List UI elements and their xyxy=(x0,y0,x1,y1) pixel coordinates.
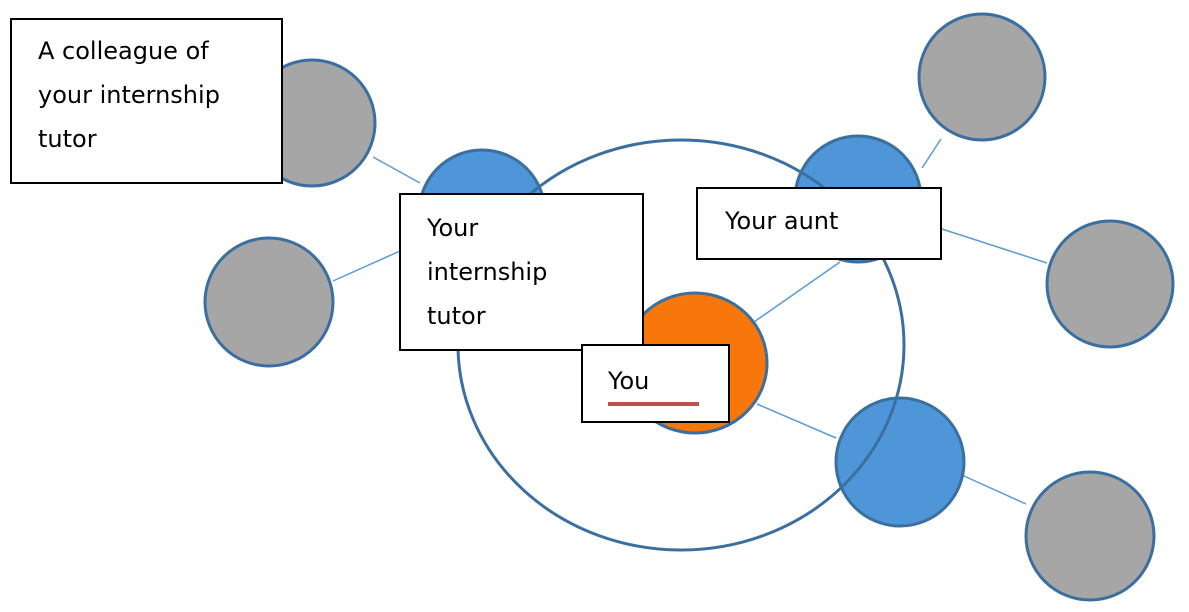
connector-lower-blue-gray xyxy=(963,475,1027,505)
connector-you-aunt xyxy=(753,261,841,323)
connector-aunt-right-gray xyxy=(941,228,1048,264)
connectors xyxy=(332,138,1048,505)
connector-left-gray-tutor xyxy=(332,250,401,282)
label-internship-tutor: Your internship tutor xyxy=(399,193,644,351)
connector-you-lower-blue xyxy=(756,403,837,439)
connector-aunt-top-gray xyxy=(921,138,942,169)
connector-colleague-tutor xyxy=(372,156,421,184)
label-you: You xyxy=(581,344,730,423)
node-top-right-gray xyxy=(917,12,1047,142)
label-your-aunt: Your aunt xyxy=(696,187,942,260)
node-right-gray xyxy=(1045,219,1175,349)
you-underline xyxy=(608,402,699,406)
node-left-gray xyxy=(203,236,335,368)
label-colleague-of-tutor: A colleague of your internship tutor xyxy=(10,18,283,184)
node-bottom-right-gray xyxy=(1024,470,1156,602)
node-lower-blue xyxy=(834,396,966,528)
